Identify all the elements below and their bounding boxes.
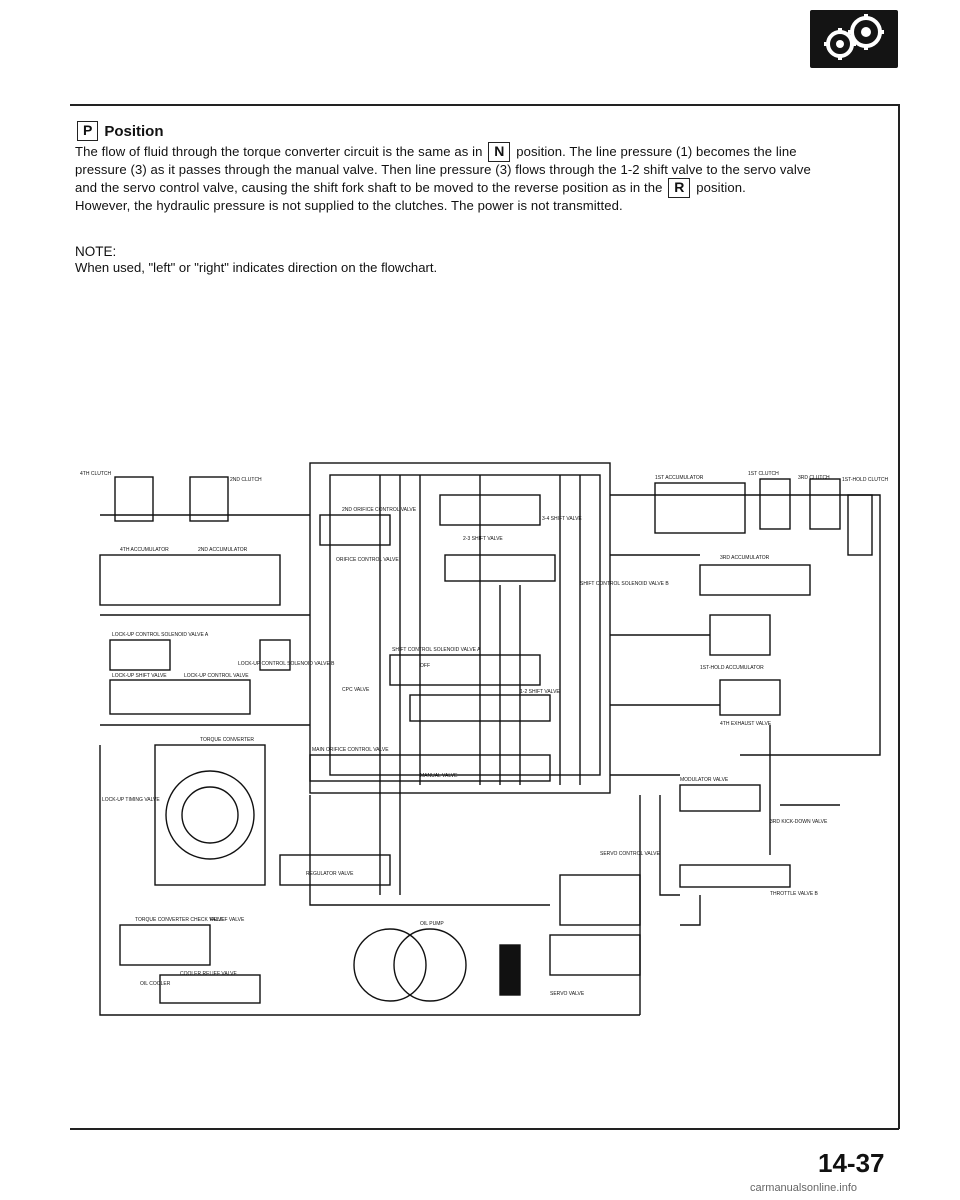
label-oil-pump: OIL PUMP — [420, 921, 444, 927]
position-key-n: N — [488, 142, 511, 162]
label-2nd-accumulator: 2ND ACCUMULATOR — [198, 547, 248, 553]
frame-bottom-rule — [70, 1128, 899, 1130]
body-line-1: The flow of fluid through the torque con… — [75, 142, 890, 162]
label-4th-clutch: 4TH CLUTCH — [80, 471, 112, 477]
label-tc-check: TORQUE CONVERTER CHECK VALVE — [135, 917, 225, 923]
label-3rd-clutch: 3RD CLUTCH — [798, 475, 830, 481]
position-key-r: R — [668, 178, 691, 198]
label-solenoid-a: SHIFT CONTROL SOLENOID VALVE A — [392, 647, 481, 653]
gears-icon — [824, 14, 884, 60]
label-cooler-relief: COOLER RELIEF VALVE — [180, 971, 237, 977]
label-solenoid-b: SHIFT CONTROL SOLENOID VALVE B — [580, 581, 669, 587]
body-line-3-b: position. — [696, 180, 746, 195]
label-lockup-shift: LOCK-UP SHIFT VALVE — [112, 673, 167, 679]
label-lockup-solenoid-a: LOCK-UP CONTROL SOLENOID VALVE A — [112, 632, 209, 638]
label-1-2-shift: 1-2 SHIFT VALVE — [520, 689, 560, 695]
label-orifice-control: ORIFICE CONTROL VALVE — [336, 557, 399, 563]
body-paragraph: The flow of fluid through the torque con… — [75, 142, 890, 214]
label-modulator: MODULATOR VALVE — [680, 777, 729, 783]
position-key-p: P — [77, 121, 99, 141]
label-4th-exhaust: 4TH EXHAUST VALVE — [720, 721, 772, 727]
heading-title: Position — [104, 122, 164, 140]
body-line-3: and the servo control valve, causing the… — [75, 178, 890, 198]
label-oil-cooler: OIL COOLER — [140, 981, 171, 987]
label-servo: SERVO VALVE — [550, 991, 585, 997]
frame-top-rule — [70, 104, 899, 106]
label-cpc-valve: CPC VALVE — [342, 687, 370, 693]
section-logo — [810, 10, 898, 68]
label-servo-control: SERVO CONTROL VALVE — [600, 851, 660, 857]
note-label: NOTE: — [75, 244, 117, 259]
section-heading: P Position — [75, 121, 164, 141]
hydraulic-circuit-diagram: 4TH CLUTCH 2ND CLUTCH 2ND ORIFICE CONTRO… — [80, 455, 900, 1040]
label-lockup-timing: LOCK-UP TIMING VALVE — [102, 797, 160, 803]
label-3rd-kickdown: 3RD KICK-DOWN VALVE — [770, 819, 828, 825]
watermark-text: carmanualsonline.info — [750, 1182, 858, 1194]
body-line-1-b: position. The line pressure (1) becomes … — [516, 144, 797, 159]
label-lockup-solenoid-b: LOCK-UP CONTROL SOLENOID VALVE B — [238, 661, 335, 667]
label-4th-accumulator: 4TH ACCUMULATOR — [120, 547, 169, 553]
label-3rd-accumulator: 3RD ACCUMULATOR — [720, 555, 770, 561]
label-off: OFF — [420, 663, 430, 669]
label-1st-hold-accumulator: 1ST-HOLD ACCUMULATOR — [700, 665, 764, 671]
label-manual-valve: MANUAL VALVE — [420, 773, 458, 779]
label-torque-converter: TORQUE CONVERTER — [200, 737, 254, 743]
label-2nd-orifice: 2ND ORIFICE CONTROL VALVE — [342, 507, 417, 513]
body-line-1-a: The flow of fluid through the torque con… — [75, 144, 483, 159]
page-number: 14-37 — [818, 1148, 885, 1178]
label-lockup-control: LOCK-UP CONTROL VALVE — [184, 673, 249, 679]
label-1st-accumulator: 1ST ACCUMULATOR — [655, 475, 704, 481]
label-1st-clutch: 1ST CLUTCH — [748, 471, 779, 477]
label-throttle-b: THROTTLE VALVE B — [770, 891, 819, 897]
circuit-svg: 4TH CLUTCH 2ND CLUTCH 2ND ORIFICE CONTRO… — [80, 462, 889, 1016]
frame-right-rule — [898, 104, 900, 1129]
note-text: When used, "left" or "right" indicates d… — [75, 260, 438, 275]
label-1st-hold-clutch: 1ST-HOLD CLUTCH — [842, 477, 889, 483]
label-2-3-shift: 2-3 SHIFT VALVE — [463, 536, 503, 542]
label-3-4-shift: 3-4 SHIFT VALVE — [542, 516, 582, 522]
label-relief: RELIEF VALVE — [210, 917, 245, 923]
label-regulator: REGULATOR VALVE — [306, 871, 354, 877]
label-main-orifice: MAIN ORIFICE CONTROL VALVE — [312, 747, 389, 753]
body-line-4: However, the hydraulic pressure is not s… — [75, 198, 623, 213]
body-line-2: pressure (3) as it passes through the ma… — [75, 162, 811, 177]
body-line-3-a: and the servo control valve, causing the… — [75, 180, 663, 195]
label-2nd-clutch: 2ND CLUTCH — [230, 477, 262, 483]
